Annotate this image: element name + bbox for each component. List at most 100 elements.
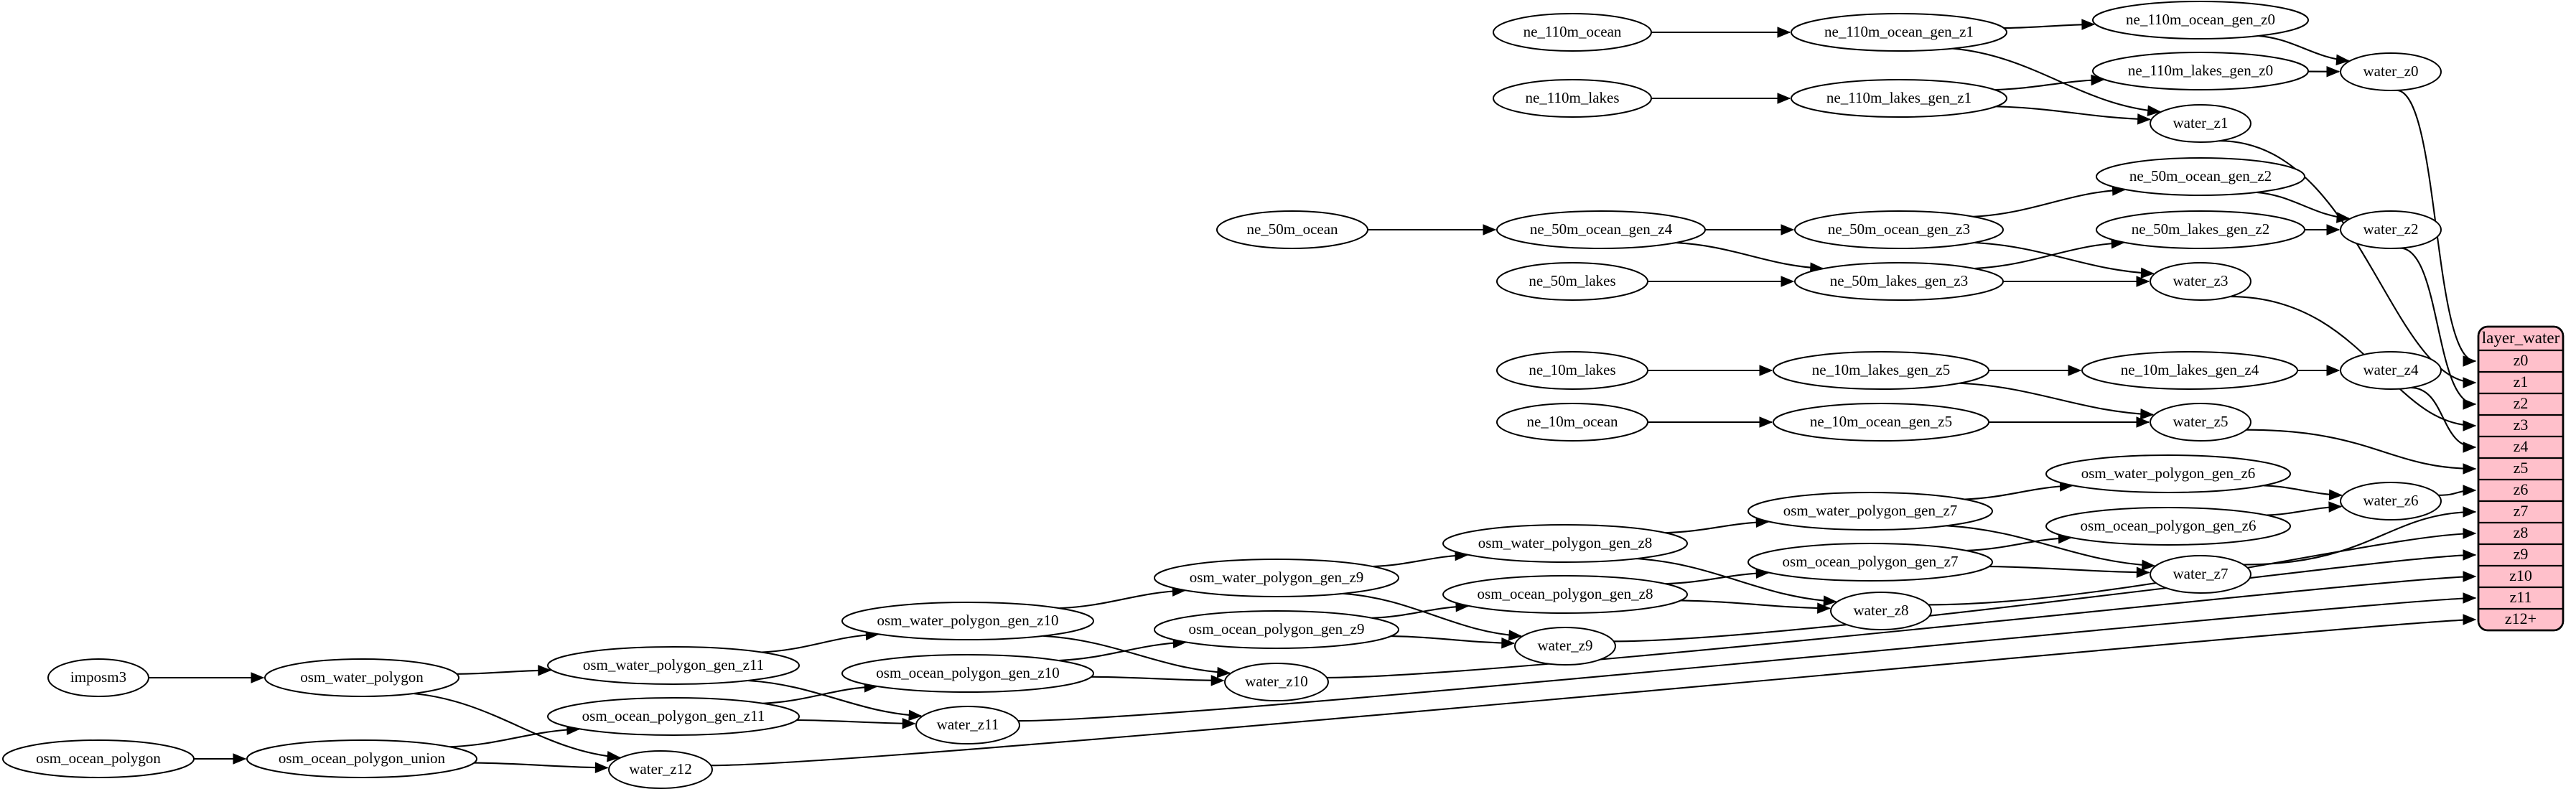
node-ne_50m_lakes[interactable]: ne_50m_lakes bbox=[1496, 262, 1648, 301]
node-ne_10m_lakes[interactable]: ne_10m_lakes bbox=[1496, 351, 1648, 390]
node-water_z1[interactable]: water_z1 bbox=[2150, 104, 2251, 143]
node-water_z9[interactable]: water_z9 bbox=[1514, 627, 1616, 666]
node-shape-ne_10m_lakes_gen_z5[interactable] bbox=[1773, 351, 1989, 390]
node-shape-water_z1[interactable] bbox=[2150, 104, 2251, 143]
node-water_z6[interactable]: water_z6 bbox=[2340, 482, 2442, 520]
node-shape-ne_110m_ocean_gen_z1[interactable] bbox=[1791, 13, 2007, 52]
edge-water_z11-to-layer_water.z11 bbox=[1018, 597, 2476, 722]
node-shape-osm_ocean_polygon_gen_z10[interactable] bbox=[841, 654, 1094, 693]
node-shape-osm_water_polygon[interactable] bbox=[264, 658, 459, 697]
node-shape-ne_10m_ocean[interactable] bbox=[1496, 403, 1648, 442]
node-shape-osm_water_polygon_gen_z10[interactable] bbox=[841, 602, 1094, 640]
node-shape-ne_50m_ocean[interactable] bbox=[1216, 210, 1368, 249]
node-osm_ocean_polygon_gen_z10[interactable]: osm_ocean_polygon_gen_z10 bbox=[841, 654, 1094, 693]
node-osm_water_polygon_gen_z10[interactable]: osm_water_polygon_gen_z10 bbox=[841, 602, 1094, 640]
node-ne_50m_ocean_gen_z3[interactable]: ne_50m_ocean_gen_z3 bbox=[1794, 210, 2004, 249]
node-osm_ocean_polygon_gen_z7[interactable]: osm_ocean_polygon_gen_z7 bbox=[1747, 543, 1993, 582]
node-ne_110m_lakes_gen_z1[interactable]: ne_110m_lakes_gen_z1 bbox=[1791, 79, 2007, 118]
node-shape-water_z0[interactable] bbox=[2340, 52, 2442, 91]
node-shape-water_z10[interactable] bbox=[1224, 663, 1329, 701]
node-shape-osm_water_polygon_gen_z8[interactable] bbox=[1442, 524, 1688, 563]
node-shape-osm_water_polygon_gen_z6[interactable] bbox=[2045, 454, 2291, 493]
node-shape-imposm3[interactable] bbox=[47, 658, 149, 697]
node-shape-osm_ocean_polygon_gen_z8[interactable] bbox=[1442, 575, 1688, 614]
node-shape-osm_water_polygon_gen_z11[interactable] bbox=[547, 646, 800, 685]
node-water_z5[interactable]: water_z5 bbox=[2150, 403, 2251, 442]
node-shape-ne_110m_lakes[interactable] bbox=[1493, 79, 1652, 118]
node-shape-ne_50m_ocean_gen_z4[interactable] bbox=[1496, 210, 1706, 249]
node-shape-water_z7[interactable] bbox=[2150, 555, 2251, 594]
node-imposm3[interactable]: imposm3 bbox=[47, 658, 149, 697]
node-shape-ne_10m_lakes_gen_z4[interactable] bbox=[2081, 351, 2298, 390]
node-shape-ne_110m_lakes_gen_z1[interactable] bbox=[1791, 79, 2007, 118]
node-osm_water_polygon_gen_z6[interactable]: osm_water_polygon_gen_z6 bbox=[2045, 454, 2291, 493]
node-water_z10[interactable]: water_z10 bbox=[1224, 663, 1329, 701]
node-osm_water_polygon_gen_z7[interactable]: osm_water_polygon_gen_z7 bbox=[1747, 492, 1993, 531]
node-shape-ne_50m_lakes[interactable] bbox=[1496, 262, 1648, 301]
node-shape-ne_110m_ocean[interactable] bbox=[1493, 13, 1652, 52]
node-ne_110m_ocean[interactable]: ne_110m_ocean bbox=[1493, 13, 1652, 52]
node-ne_50m_lakes_gen_z3[interactable]: ne_50m_lakes_gen_z3 bbox=[1794, 262, 2004, 301]
node-ne_10m_ocean[interactable]: ne_10m_ocean bbox=[1496, 403, 1648, 442]
node-water_z0[interactable]: water_z0 bbox=[2340, 52, 2442, 91]
node-water_z11[interactable]: water_z11 bbox=[915, 706, 1020, 744]
node-ne_110m_lakes[interactable]: ne_110m_lakes bbox=[1493, 79, 1652, 118]
node-ne_110m_lakes_gen_z0[interactable]: ne_110m_lakes_gen_z0 bbox=[2092, 52, 2309, 90]
node-osm_ocean_polygon[interactable]: osm_ocean_polygon bbox=[2, 739, 195, 778]
node-shape-ne_10m_ocean_gen_z5[interactable] bbox=[1773, 403, 1989, 442]
node-osm_water_polygon_gen_z9[interactable]: osm_water_polygon_gen_z9 bbox=[1154, 559, 1399, 597]
node-shape-ne_50m_ocean_gen_z3[interactable] bbox=[1794, 210, 2004, 249]
node-ne_50m_ocean_gen_z2[interactable]: ne_50m_ocean_gen_z2 bbox=[2096, 157, 2305, 196]
node-shape-osm_ocean_polygon_gen_z7[interactable] bbox=[1747, 543, 1993, 582]
node-water_z12[interactable]: water_z12 bbox=[608, 750, 713, 789]
node-shape-water_z3[interactable] bbox=[2150, 262, 2251, 301]
node-shape-osm_water_polygon_gen_z9[interactable] bbox=[1154, 559, 1399, 597]
node-shape-water_z9[interactable] bbox=[1514, 627, 1616, 666]
node-shape-osm_ocean_polygon_gen_z6[interactable] bbox=[2045, 507, 2291, 546]
node-water_z7[interactable]: water_z7 bbox=[2150, 555, 2251, 594]
edges-layer bbox=[149, 19, 2477, 773]
node-ne_110m_ocean_gen_z1[interactable]: ne_110m_ocean_gen_z1 bbox=[1791, 13, 2007, 52]
node-ne_50m_ocean[interactable]: ne_50m_ocean bbox=[1216, 210, 1368, 249]
node-shape-ne_110m_lakes_gen_z0[interactable] bbox=[2092, 52, 2309, 90]
node-ne_10m_lakes_gen_z5[interactable]: ne_10m_lakes_gen_z5 bbox=[1773, 351, 1989, 390]
node-shape-water_z12[interactable] bbox=[608, 750, 713, 789]
node-ne_10m_ocean_gen_z5[interactable]: ne_10m_ocean_gen_z5 bbox=[1773, 403, 1989, 442]
node-ne_110m_ocean_gen_z0[interactable]: ne_110m_ocean_gen_z0 bbox=[2092, 1, 2309, 39]
node-shape-ne_50m_lakes_gen_z2[interactable] bbox=[2096, 210, 2305, 249]
node-water_z4[interactable]: water_z4 bbox=[2340, 351, 2442, 390]
node-shape-water_z4[interactable] bbox=[2340, 351, 2442, 390]
node-shape-water_z6[interactable] bbox=[2340, 482, 2442, 520]
node-osm_ocean_polygon_gen_z9[interactable]: osm_ocean_polygon_gen_z9 bbox=[1154, 610, 1399, 649]
node-shape-water_z11[interactable] bbox=[915, 706, 1020, 744]
node-osm_ocean_polygon_gen_z6[interactable]: osm_ocean_polygon_gen_z6 bbox=[2045, 507, 2291, 546]
edge-arrowhead bbox=[2463, 420, 2477, 431]
node-ne_10m_lakes_gen_z4[interactable]: ne_10m_lakes_gen_z4 bbox=[2081, 351, 2298, 390]
node-shape-water_z2[interactable] bbox=[2340, 210, 2442, 249]
node-shape-water_z5[interactable] bbox=[2150, 403, 2251, 442]
node-shape-osm_water_polygon_gen_z7[interactable] bbox=[1747, 492, 1993, 531]
node-osm_water_polygon_gen_z8[interactable]: osm_water_polygon_gen_z8 bbox=[1442, 524, 1688, 563]
edge-arrowhead bbox=[2136, 416, 2150, 428]
node-shape-osm_ocean_polygon_gen_z9[interactable] bbox=[1154, 610, 1399, 649]
node-shape-osm_ocean_polygon[interactable] bbox=[2, 739, 195, 778]
node-shape-ne_10m_lakes[interactable] bbox=[1496, 351, 1648, 390]
edge-osm_water_polygon_gen_z10-to-osm_water_polygon_gen_z9 bbox=[1059, 589, 1185, 610]
node-water_z2[interactable]: water_z2 bbox=[2340, 210, 2442, 249]
node-ne_50m_ocean_gen_z4[interactable]: ne_50m_ocean_gen_z4 bbox=[1496, 210, 1706, 249]
node-ne_50m_lakes_gen_z2[interactable]: ne_50m_lakes_gen_z2 bbox=[2096, 210, 2305, 249]
node-osm_ocean_polygon_gen_z11[interactable]: osm_ocean_polygon_gen_z11 bbox=[547, 697, 800, 736]
node-shape-water_z8[interactable] bbox=[1830, 592, 1932, 630]
node-shape-osm_ocean_polygon_union[interactable] bbox=[246, 739, 477, 778]
node-osm_ocean_polygon_union[interactable]: osm_ocean_polygon_union bbox=[246, 739, 477, 778]
node-osm_water_polygon_gen_z11[interactable]: osm_water_polygon_gen_z11 bbox=[547, 646, 800, 685]
node-water_z3[interactable]: water_z3 bbox=[2150, 262, 2251, 301]
node-shape-ne_50m_ocean_gen_z2[interactable] bbox=[2096, 157, 2305, 196]
node-water_z8[interactable]: water_z8 bbox=[1830, 592, 1932, 630]
edge-arrowhead bbox=[2081, 19, 2096, 30]
node-shape-osm_ocean_polygon_gen_z11[interactable] bbox=[547, 697, 800, 736]
node-osm_ocean_polygon_gen_z8[interactable]: osm_ocean_polygon_gen_z8 bbox=[1442, 575, 1688, 614]
node-osm_water_polygon[interactable]: osm_water_polygon bbox=[264, 658, 459, 697]
node-shape-ne_50m_lakes_gen_z3[interactable] bbox=[1794, 262, 2004, 301]
node-shape-ne_110m_ocean_gen_z0[interactable] bbox=[2092, 1, 2309, 39]
